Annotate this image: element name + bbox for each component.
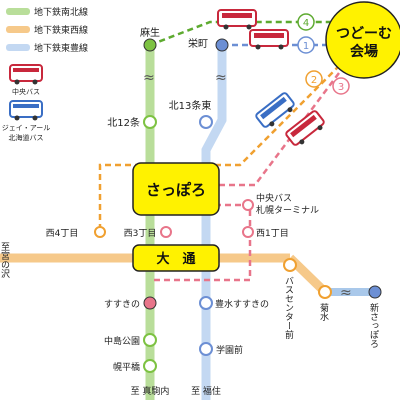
station-kita13jo-higashi-label: 北13条東 xyxy=(169,99,212,112)
sapporo-hub xyxy=(132,162,220,216)
direction-makomanai: 至 真駒内 xyxy=(131,385,170,397)
tozai-swatch xyxy=(6,25,30,33)
station-chuo-bus-terminal-label1: 中央バス xyxy=(256,192,292,204)
jr-bus-icon xyxy=(9,100,43,121)
tozai-break-mark: ≈ xyxy=(340,285,352,301)
station-sakaemachi-label: 栄町 xyxy=(188,38,208,50)
legend-namboku: 地下鉄南北線 xyxy=(6,4,88,18)
station-hosui-susukino xyxy=(199,296,213,310)
legend-toho: 地下鉄東豊線 xyxy=(6,40,88,54)
toho-break-mark: ≈ xyxy=(215,70,227,86)
station-kita13jo-higashi xyxy=(199,115,213,129)
station-shin-sapporo xyxy=(368,285,382,299)
venue-marker xyxy=(325,1,400,79)
legend-tozai-label: 地下鉄東西線 xyxy=(34,25,89,36)
legend-jr-bus-label1: ジェイ・アール xyxy=(1,124,51,132)
station-nakajima-koen-label: 中島公園 xyxy=(104,335,140,347)
station-hosui-susukino-label: 豊水すすきの xyxy=(215,298,269,310)
station-kikusui xyxy=(318,285,332,299)
station-gakuen-mae-label: 学園前 xyxy=(216,344,243,356)
station-bus-center-mae xyxy=(283,258,297,272)
station-susukino-label: すすきの xyxy=(104,299,140,310)
sapporo-hub-label: さっぽろ xyxy=(146,181,206,199)
station-nishi3chome-label: 西3丁目 xyxy=(124,228,157,239)
venue-name-line2: 会場 xyxy=(350,43,378,60)
bus-icon xyxy=(285,110,325,146)
station-asabu-label: 麻生 xyxy=(140,26,160,39)
route-3-marker xyxy=(332,77,350,95)
station-nishi4chome xyxy=(94,226,106,238)
direction-miyanosawa: 至宮の沢 xyxy=(0,242,10,279)
station-kita12jo-label: 北12条 xyxy=(107,116,140,129)
legend-toho-label: 地下鉄東豊線 xyxy=(34,43,89,54)
legend-tozai: 地下鉄東西線 xyxy=(6,22,88,36)
route-2-number: 2 xyxy=(311,75,317,86)
station-horohira-bashi-label: 幌平橋 xyxy=(113,361,140,373)
station-nishi3chome xyxy=(160,226,172,238)
odori-hub xyxy=(132,244,220,272)
station-asabu xyxy=(143,38,157,52)
station-shin-sapporo-label: 新さっぽろ xyxy=(368,302,379,348)
route-2-marker xyxy=(305,70,323,88)
namboku-swatch xyxy=(6,7,30,15)
legend-chuo-bus-label: 中央バス xyxy=(12,88,40,96)
station-susukino xyxy=(143,296,157,310)
station-nishi1chome-label: 西1丁目 xyxy=(256,228,289,239)
route-1-marker xyxy=(297,36,315,54)
bus-icon xyxy=(217,9,257,30)
station-nishi4chome-label: 西4丁目 xyxy=(46,228,79,239)
chuo-bus-icon xyxy=(9,64,43,85)
station-nishi1chome xyxy=(242,226,254,238)
route-4-marker xyxy=(297,13,315,31)
toho-swatch xyxy=(6,43,30,51)
legend-jr-bus-label2: 北海道バス xyxy=(8,134,44,142)
station-chuo-bus-terminal-label2: 札幌ターミナル xyxy=(256,204,319,216)
route-1-number: 1 xyxy=(303,41,309,52)
odori-hub-label: 大 通 xyxy=(156,251,195,267)
route-3-number: 3 xyxy=(338,82,344,93)
station-nakajima-koen xyxy=(143,333,157,347)
bus-icon xyxy=(249,29,289,50)
station-horohira-bashi xyxy=(143,359,157,373)
station-bus-center-mae-label: バスセンター前 xyxy=(283,276,294,340)
bus-icon xyxy=(255,92,295,128)
toho-line xyxy=(201,45,227,400)
legend: 地下鉄南北線 地下鉄東西線 地下鉄東豊線 中央バス ジェイ・アール 北海道バス xyxy=(0,0,110,150)
namboku-break-mark: ≈ xyxy=(143,70,155,86)
station-gakuen-mae xyxy=(199,342,213,356)
station-chuo-bus-terminal xyxy=(242,199,254,211)
station-sakaemachi xyxy=(215,38,229,52)
venue-name-line1: つどーむ xyxy=(336,26,392,42)
legend-namboku-label: 地下鉄南北線 xyxy=(34,7,89,18)
station-kita12jo xyxy=(143,115,157,129)
station-kikusui-label: 菊水 xyxy=(318,303,329,321)
route-4-number: 4 xyxy=(303,18,309,29)
direction-fukuzumi: 至 福住 xyxy=(191,385,221,397)
